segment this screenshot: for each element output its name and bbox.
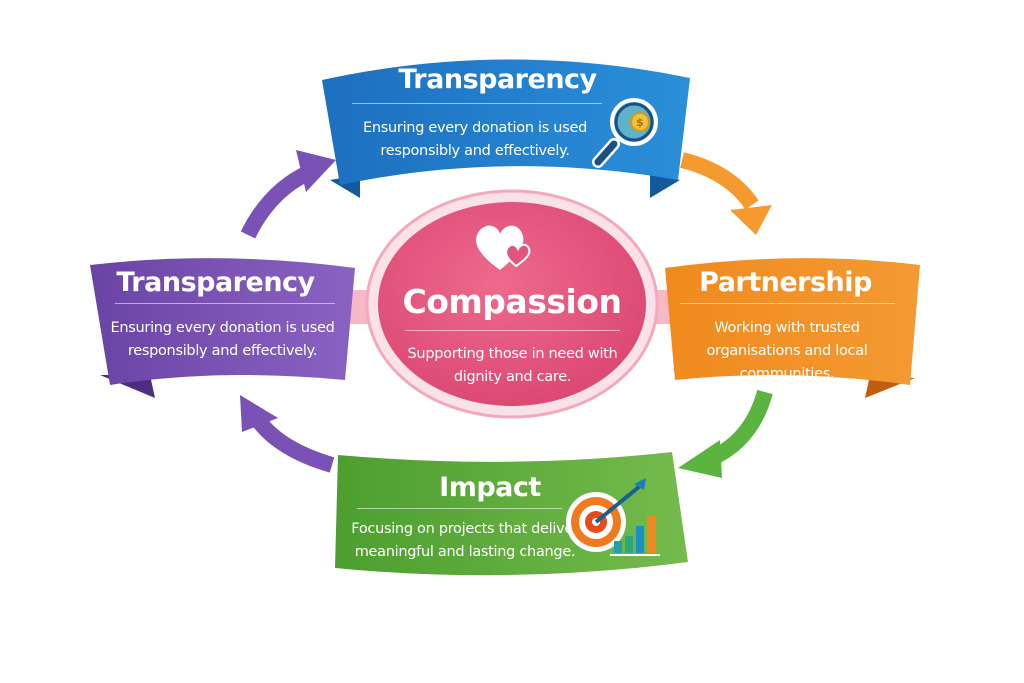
card-top-divider (352, 103, 602, 104)
svg-text:$: $ (636, 116, 644, 129)
center-divider (405, 330, 620, 331)
card-top-description: Ensuring every donation is used responsi… (363, 120, 587, 159)
card-left-divider (115, 303, 335, 304)
card-right-description: Working with trusted organisations and l… (706, 320, 868, 382)
cycle-arrow-bottom-right (678, 389, 773, 478)
card-left-shape (90, 258, 355, 398)
card-top-title: Transparency (398, 64, 597, 95)
cycle-arrow-bottom-left (240, 395, 335, 473)
cycle-arrow-top-left (240, 150, 336, 239)
target-chart-icon (562, 478, 672, 567)
heart-icon (470, 222, 542, 278)
card-right-title: Partnership (699, 267, 872, 298)
cycle-arrow-top-right (679, 152, 772, 235)
card-right-shape (665, 258, 920, 398)
center-description: Supporting those in need with dignity an… (407, 346, 618, 385)
card-left-description: Ensuring every donation is used responsi… (110, 320, 335, 359)
card-bottom-divider (357, 508, 562, 509)
card-bottom-title: Impact (439, 472, 541, 503)
center-title: Compassion (402, 282, 622, 321)
card-left-title: Transparency (116, 267, 315, 298)
magnifier-coin-icon: $ (592, 96, 664, 172)
card-right-divider (680, 303, 895, 304)
card-bottom-description: Focusing on projects that deliver meanin… (351, 521, 579, 560)
center-circle (365, 189, 659, 419)
